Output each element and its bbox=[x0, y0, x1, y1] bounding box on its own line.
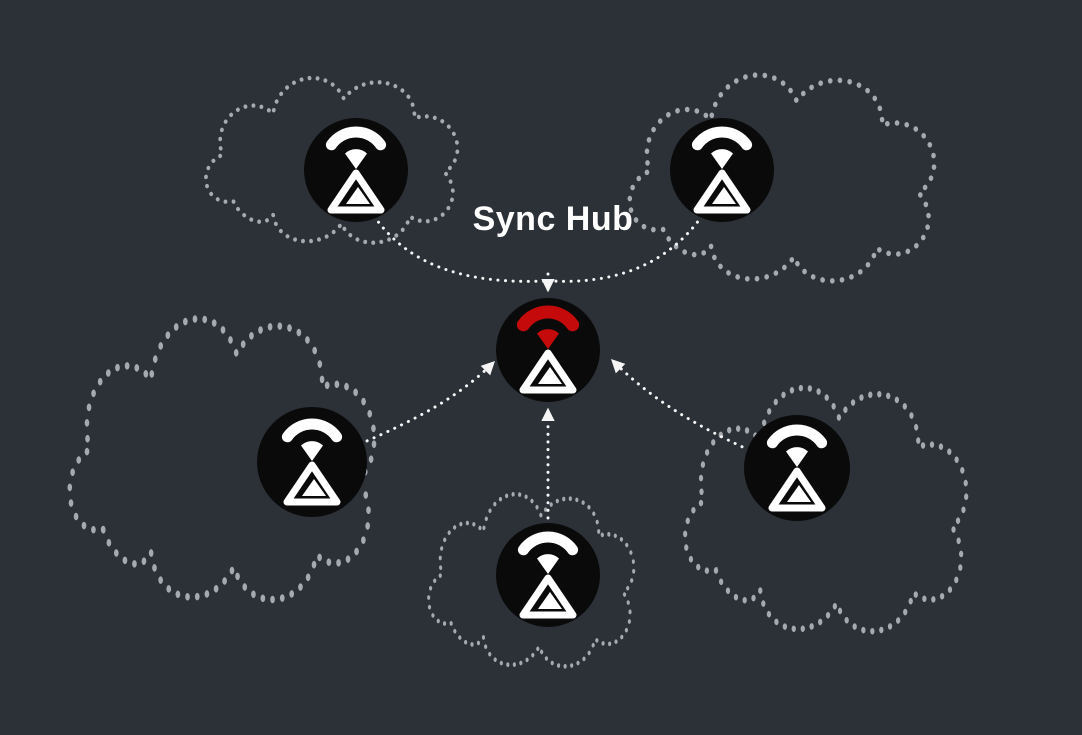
peer-node-mid-right bbox=[744, 415, 850, 521]
peer-node-top-right bbox=[670, 118, 774, 222]
sync-hub-node bbox=[496, 298, 600, 402]
arrow-from-top-right bbox=[550, 214, 704, 283]
peer-node-top-left bbox=[304, 118, 408, 222]
node-layer bbox=[257, 118, 850, 627]
peer-node-mid-left bbox=[257, 407, 367, 517]
arrow-from-mid-right bbox=[610, 358, 751, 452]
arrow-from-top-left bbox=[372, 214, 546, 283]
arrow-layer bbox=[358, 214, 751, 520]
diagram-title: Sync Hub bbox=[472, 200, 634, 238]
peer-node-bottom bbox=[496, 523, 600, 627]
arrow-from-mid-left bbox=[358, 360, 496, 446]
